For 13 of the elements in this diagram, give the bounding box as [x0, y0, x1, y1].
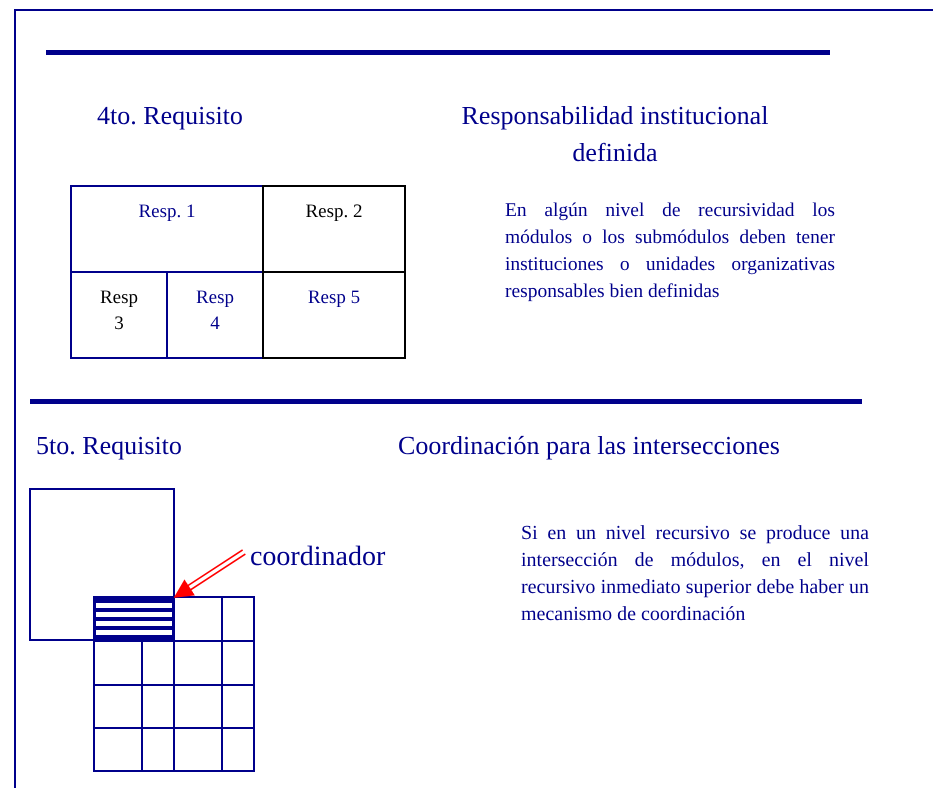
section-heading: 5to. Requisito [36, 430, 182, 462]
table-cell: Resp 5 [262, 271, 406, 359]
table-cell: Resp. 2 [262, 185, 406, 273]
callout-label: coordinador [250, 540, 386, 574]
description-text: Si en un nivel recursivo se produce una intersección de módulos, en el nivel recursivo inmediato superior debe haber un mecanismo de coordinación [521, 521, 869, 627]
arrow [174, 549, 246, 598]
section-heading: Coordinación para las intersecciones [398, 430, 780, 462]
hatched-cell [94, 597, 174, 641]
section-heading: Responsabilidad institucional definida [460, 100, 770, 169]
section-heading: 4to. Requisito [97, 100, 243, 132]
description-text: En algún nivel de recursividad los módulos o los submódulos deben tener instituciones o unidades organizativas responsables bien definidas [505, 199, 835, 304]
table-cell: Resp 3 [70, 271, 168, 359]
table-cell: Resp. 1 [70, 185, 264, 273]
